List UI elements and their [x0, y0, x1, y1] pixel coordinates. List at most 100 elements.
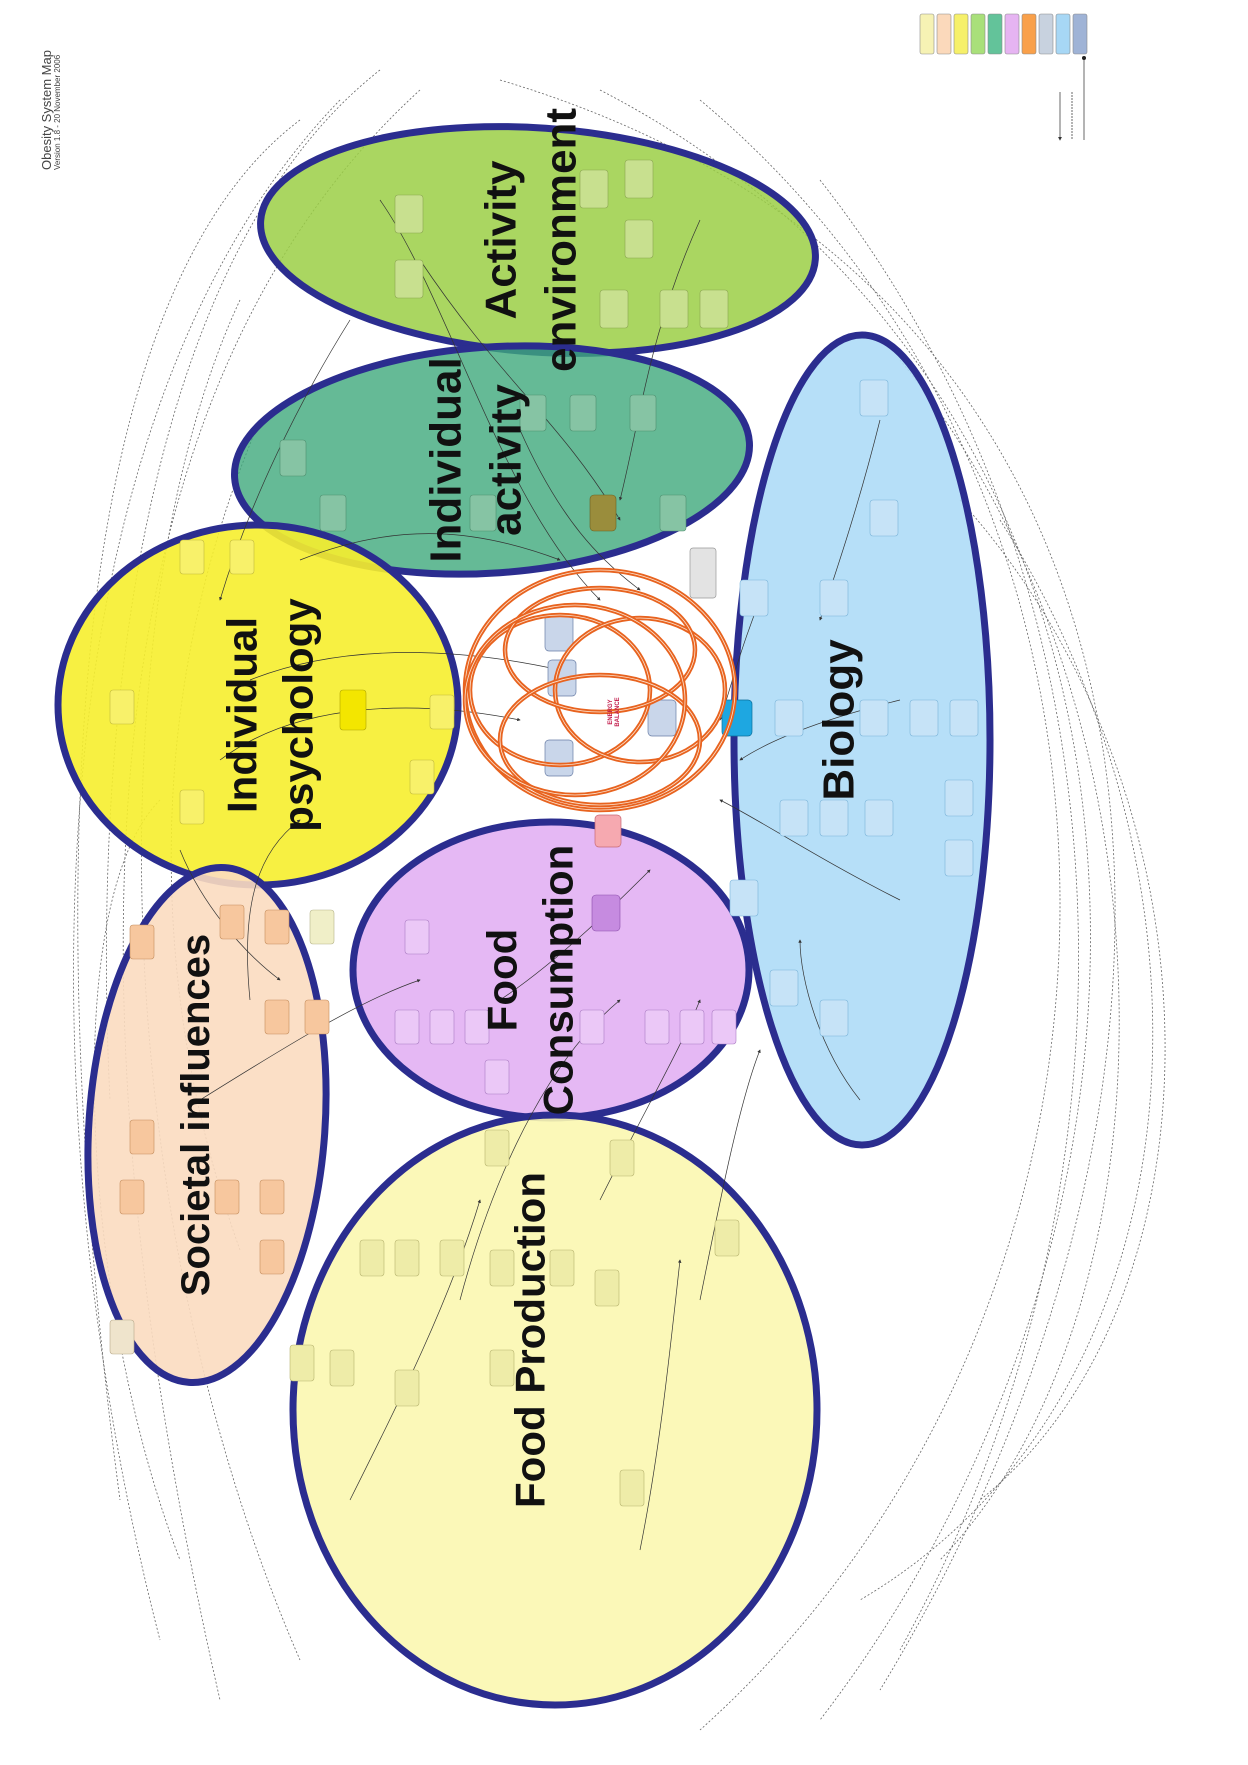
legend	[919, 13, 1088, 141]
variable-node	[394, 259, 424, 299]
energy-balance-label: ENERGYBALANCE	[608, 697, 621, 726]
variable-node	[319, 494, 347, 532]
variable-node	[394, 1369, 420, 1407]
variable-node	[659, 289, 689, 329]
variable-node	[129, 1119, 155, 1155]
variable-node	[579, 169, 609, 209]
legend-swatch	[953, 13, 969, 55]
energy-balance-line: ENERGY	[608, 699, 614, 724]
cluster-label-line: Individual	[219, 617, 266, 813]
variable-node	[714, 1219, 740, 1257]
cluster-individual-activity	[231, 342, 753, 578]
variable-node	[394, 1239, 420, 1277]
variable-node	[864, 799, 894, 837]
cluster-label-biology: Biology	[814, 639, 863, 801]
variable-node	[679, 1009, 705, 1045]
legend-swatch	[1072, 13, 1088, 55]
cluster-label-line: Consumption	[535, 845, 582, 1116]
variable-node	[439, 1239, 465, 1277]
variable-node	[609, 1139, 635, 1177]
variable-node	[859, 699, 889, 737]
cluster-food-production	[289, 1111, 821, 1709]
variable-node	[489, 1349, 515, 1387]
variable-node	[219, 904, 245, 940]
energy-loop	[464, 604, 686, 796]
core-node	[647, 699, 677, 737]
variable-node	[469, 494, 497, 532]
variable-node	[569, 394, 597, 432]
variable-node	[944, 779, 974, 817]
legend-swatch	[1038, 13, 1054, 55]
core-node	[544, 614, 574, 652]
variable-node	[629, 394, 657, 432]
variable-node	[519, 394, 547, 432]
variable-node	[819, 579, 849, 617]
variable-node	[264, 909, 290, 945]
variable-node	[264, 999, 290, 1035]
variable-node	[129, 924, 155, 960]
core-node	[689, 547, 717, 599]
variable-node	[659, 494, 687, 532]
variable-node	[229, 539, 255, 575]
variable-node	[484, 1129, 510, 1167]
inner-links	[179, 199, 901, 1551]
legend-swatch	[1055, 13, 1071, 55]
cluster-label-line: environment	[536, 108, 585, 372]
variable-node	[579, 1009, 605, 1045]
variable-node	[409, 759, 435, 795]
variable-node	[624, 159, 654, 199]
variable-node	[359, 1239, 385, 1277]
variable-node	[109, 1319, 135, 1355]
variable-node	[774, 699, 804, 737]
variable-node	[484, 1059, 510, 1095]
cluster-label-line: Activity	[476, 160, 525, 319]
variable-node	[644, 1009, 670, 1045]
variable-node	[909, 699, 939, 737]
variable-node	[589, 494, 617, 532]
map-version: Version 1.8 - 20 November 2006	[52, 54, 62, 170]
cluster-label-line: activity	[481, 384, 530, 536]
variable-node	[179, 539, 205, 575]
variable-node	[309, 909, 335, 945]
map-title: Obesity System Map	[39, 50, 54, 170]
variable-node	[394, 1009, 420, 1045]
variable-node	[394, 194, 424, 234]
legend-swatch	[1021, 13, 1037, 55]
variable-node	[214, 1179, 240, 1215]
cluster-label-line: Food	[479, 929, 526, 1032]
legend-swatch	[1004, 13, 1020, 55]
variable-node	[259, 1239, 285, 1275]
legend-swatch	[970, 13, 986, 55]
map-header: Obesity System Map Version 1.8 - 20 Nove…	[39, 0, 80, 170]
legend-swatch	[919, 13, 935, 55]
variable-node	[329, 1349, 355, 1387]
energy-loop	[499, 674, 701, 806]
variable-node	[119, 1179, 145, 1215]
variable-node	[859, 379, 889, 417]
variable-node	[289, 1344, 315, 1382]
variable-node	[599, 289, 629, 329]
variable-node	[489, 1249, 515, 1287]
core-node	[544, 739, 574, 777]
variable-node	[779, 799, 809, 837]
energy-balance-loops: ENERGYBALANCE	[462, 567, 738, 813]
cluster-label-food-production: Food Production	[507, 1172, 554, 1508]
cluster-label-line: Food Production	[507, 1172, 554, 1508]
cluster-label-line: Societal influences	[174, 934, 218, 1296]
variable-node	[869, 499, 899, 537]
variable-node	[109, 689, 135, 725]
cluster-label-line: Individual	[421, 357, 470, 562]
variable-node	[429, 694, 455, 730]
legend-dot	[1082, 56, 1086, 60]
variable-node	[819, 799, 849, 837]
variable-node	[769, 969, 799, 1007]
variable-node	[949, 699, 979, 737]
legend-swatch	[987, 13, 1003, 55]
energy-balance-line: BALANCE	[615, 697, 621, 726]
variable-node	[339, 689, 367, 731]
